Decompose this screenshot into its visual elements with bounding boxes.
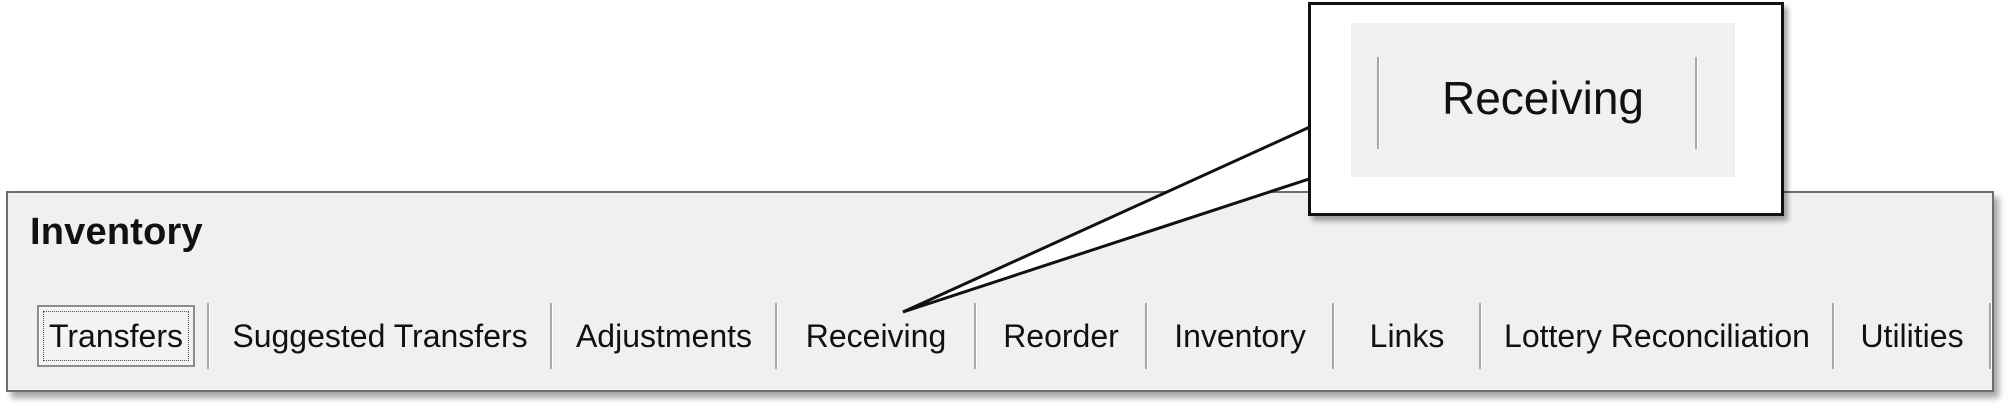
tab-separator bbox=[974, 303, 977, 369]
tab-separator bbox=[1145, 303, 1148, 369]
inventory-panel: Inventory Transfers Suggested Transfers … bbox=[6, 191, 1994, 392]
tab-separator bbox=[1332, 303, 1335, 369]
tab-lottery-reconciliation[interactable]: Lottery Reconciliation bbox=[1504, 317, 1810, 354]
tab-links[interactable]: Links bbox=[1369, 317, 1445, 354]
tab-separator bbox=[1479, 303, 1482, 369]
tab-separator bbox=[775, 303, 778, 369]
tab-transfers[interactable]: Transfers bbox=[37, 305, 195, 367]
tab-separator bbox=[550, 303, 553, 369]
tab-separator bbox=[1989, 303, 1992, 369]
callout-separator bbox=[1695, 57, 1698, 149]
tab-separator bbox=[1832, 303, 1835, 369]
callout-box: Receiving bbox=[1308, 2, 1784, 216]
panel-title: Inventory bbox=[30, 211, 203, 253]
tab-inventory[interactable]: Inventory bbox=[1174, 317, 1306, 354]
tab-adjustments[interactable]: Adjustments bbox=[575, 317, 753, 354]
tab-receiving[interactable]: Receiving bbox=[805, 317, 947, 354]
tab-strip: Transfers Suggested Transfers Adjustment… bbox=[37, 303, 1992, 369]
callout-separator bbox=[1377, 57, 1380, 149]
callout-label: Receiving bbox=[1442, 72, 1644, 124]
tab-suggested-transfers[interactable]: Suggested Transfers bbox=[232, 317, 528, 354]
tab-utilities[interactable]: Utilities bbox=[1860, 317, 1964, 354]
tab-reorder[interactable]: Reorder bbox=[1003, 317, 1119, 354]
tab-separator bbox=[207, 303, 210, 369]
callout-zoom: Receiving bbox=[1351, 23, 1735, 177]
